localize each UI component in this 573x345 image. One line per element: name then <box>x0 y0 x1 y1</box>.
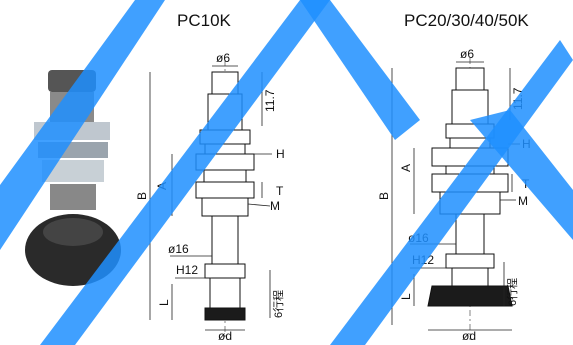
right-dim-A: A <box>399 164 413 172</box>
left-title: PC10K <box>177 11 232 30</box>
right-shaft <box>455 213 485 255</box>
right-dim-phid: ød <box>462 329 476 343</box>
photo-cup-top <box>43 218 103 246</box>
photo-spring-housing <box>42 160 104 182</box>
watermark-stroke-1 <box>0 0 165 250</box>
left-dim-phi6: ø6 <box>216 51 230 65</box>
left-thread <box>203 169 247 183</box>
left-cup <box>204 307 246 321</box>
watermark-stroke-5 <box>470 110 573 240</box>
right-dim-stroke: 6行程 <box>506 278 519 306</box>
left-dim-M-line <box>247 203 271 207</box>
left-dim-stroke: 6行程 <box>272 290 285 318</box>
left-shaft <box>211 215 239 265</box>
right-dim-M: M <box>518 194 528 208</box>
right-fitting <box>455 67 485 91</box>
right-dim-L: L <box>399 293 413 300</box>
left-dim-T: T <box>276 184 284 198</box>
watermark-stroke-2 <box>40 0 330 345</box>
right-collar <box>445 253 495 269</box>
left-dim-H12: H12 <box>176 263 198 277</box>
left-dim-M: M <box>270 199 280 213</box>
left-dim-phid: ød <box>218 329 232 343</box>
left-dim-B: B <box>135 192 149 200</box>
left-cup-stem <box>209 277 241 309</box>
watermark-stroke-4 <box>300 0 420 140</box>
left-dim-H: H <box>276 147 285 161</box>
left-dim-phi16: ø16 <box>168 242 189 256</box>
right-cup-stem <box>451 267 489 287</box>
left-spring-housing <box>201 197 249 217</box>
right-dim-B: B <box>377 192 391 200</box>
right-dim-phi6: ø6 <box>460 47 474 61</box>
photo-shaft <box>50 184 96 210</box>
left-nut-2 <box>195 181 255 199</box>
left-collar <box>204 263 246 279</box>
left-dim-L: L <box>157 299 171 306</box>
right-title: PC20/30/40/50K <box>404 11 529 30</box>
left-dim-11_7: 11.7 <box>263 89 277 112</box>
right-cup <box>427 285 513 307</box>
